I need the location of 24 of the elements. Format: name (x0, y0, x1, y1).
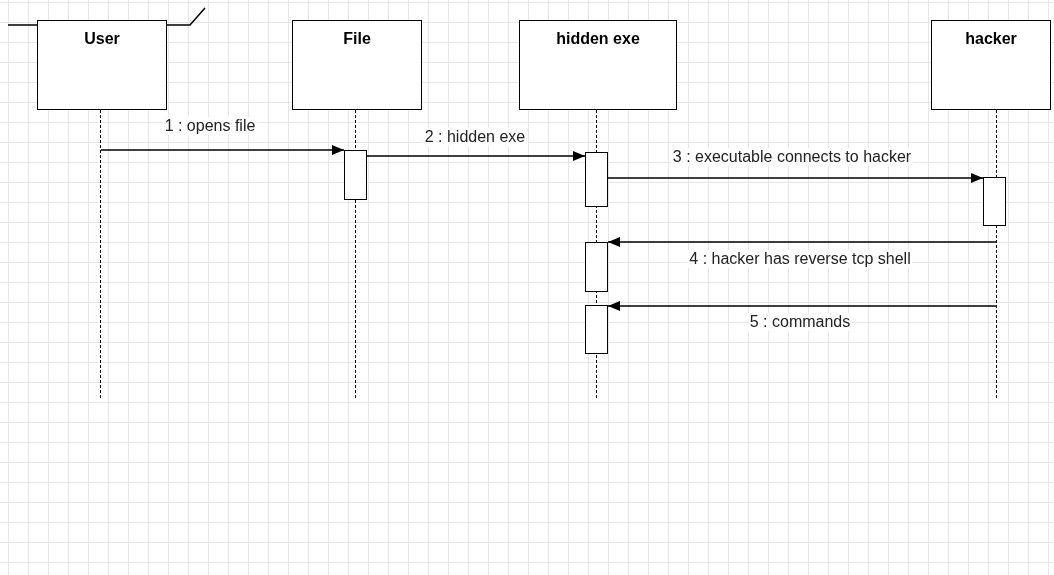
lifeline-name: File (343, 30, 371, 48)
lifeline-head (37, 20, 167, 110)
activation-bar (585, 305, 608, 354)
lifeline-name: hacker (965, 30, 1017, 48)
message-arrow (366, 151, 586, 161)
activation-bar (585, 152, 608, 207)
message-arrow (100, 145, 345, 155)
activation-bar (344, 150, 367, 200)
message-arrow (607, 301, 998, 311)
edge-label: 4 : hacker has reverse tcp shell (687, 250, 913, 268)
activation-bar (983, 177, 1006, 226)
edge-label: 3 : executable connects to hacker (670, 148, 914, 166)
message-arrow (607, 237, 998, 247)
lifeline-head (931, 20, 1051, 110)
edge-label: 2 : hidden exe (422, 128, 528, 146)
edge-label: 1 : opens file (162, 117, 258, 135)
lifeline-head (292, 20, 422, 110)
lifeline-head (519, 20, 677, 110)
lifeline-name: hidden exe (556, 30, 640, 48)
lifeline-name: User (84, 30, 120, 48)
activation-bar (585, 242, 608, 292)
lifeline (100, 110, 102, 398)
message-arrow (607, 173, 984, 183)
edge-label: 5 : commands (747, 313, 853, 331)
